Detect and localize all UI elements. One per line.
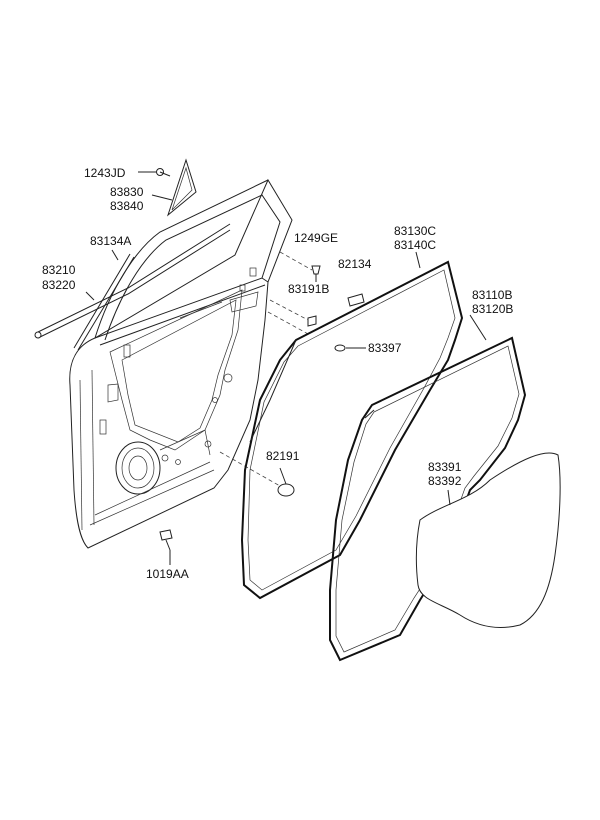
door-panel xyxy=(69,178,293,549)
label-83140c: 83140C xyxy=(394,238,436,252)
screw-1243jd xyxy=(138,168,171,177)
label-83397: 83397 xyxy=(368,341,402,355)
label-83840: 83840 xyxy=(110,199,144,213)
label-83220: 83220 xyxy=(42,278,76,292)
label-83210: 83210 xyxy=(42,263,76,277)
label-82191: 82191 xyxy=(266,449,300,463)
label-1243jd: 1243JD xyxy=(84,166,126,180)
door-weatherstrip-outer xyxy=(329,336,527,662)
speaker-opening xyxy=(115,441,161,495)
label-83120b: 83120B xyxy=(472,302,513,316)
clip-83397 xyxy=(334,344,366,352)
door-weatherstrip-inner xyxy=(240,260,464,600)
label-1249ge: 1249GE xyxy=(294,231,338,245)
delta-moulding xyxy=(166,158,197,217)
part-labels: 1243JD 83830 83840 83134A 83210 83220 12… xyxy=(42,166,513,581)
leader-lines xyxy=(85,194,487,565)
label-83191b: 83191B xyxy=(288,282,329,296)
label-83130c: 83130C xyxy=(394,224,436,238)
clip-1249ge xyxy=(279,251,321,282)
label-83110b: 83110B xyxy=(472,288,512,302)
label-83391: 83391 xyxy=(428,460,462,474)
label-83134a: 83134A xyxy=(90,234,131,248)
clip-83191b xyxy=(267,299,317,336)
label-82134: 82134 xyxy=(338,257,372,271)
screw-1019aa xyxy=(159,529,173,551)
door-waterproof-film xyxy=(415,452,561,629)
bumper-82134 xyxy=(347,293,365,307)
label-1019aa: 1019AA xyxy=(146,567,189,581)
door-frame-moulding xyxy=(34,223,231,351)
label-83830: 83830 xyxy=(110,185,144,199)
label-83392: 83392 xyxy=(428,474,462,488)
